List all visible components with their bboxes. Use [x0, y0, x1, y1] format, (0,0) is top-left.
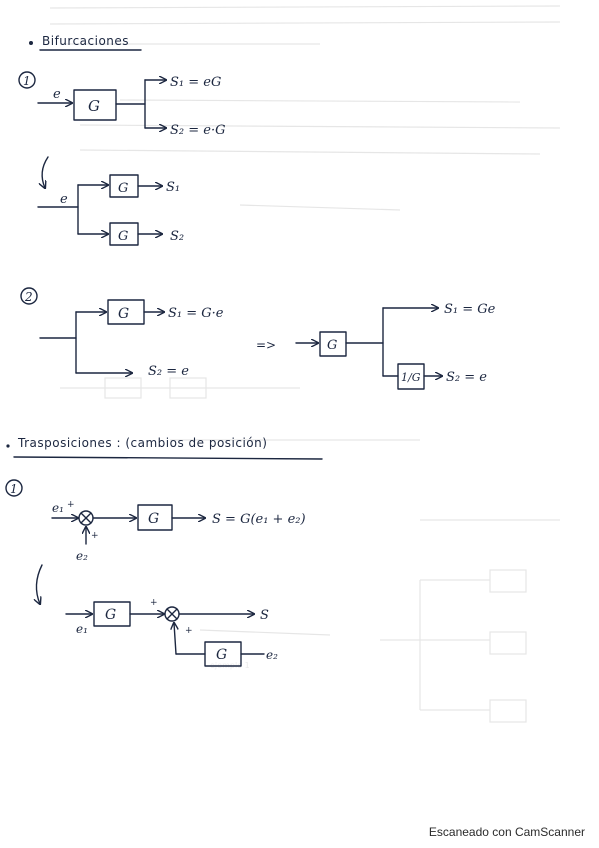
- eq-block-label: G: [327, 338, 337, 353]
- block-label: G: [148, 511, 159, 527]
- alt-summing-junction: [164, 606, 180, 622]
- alt-plus-sign-2: +: [185, 626, 193, 636]
- camscanner-watermark: Escaneado con CamScanner: [428, 825, 585, 839]
- transposition-diagram-1: e₁ + + e₂ G S = G(e₁ + e₂): [51, 500, 306, 563]
- section-trasposiciones: Trasposiciones : (cambios de posición) 1…: [5, 436, 323, 667]
- bifurcation-diagram-2-equivalent: G S₁ = Ge 1/G S₂ = e: [295, 302, 496, 390]
- alt-output-2-label: S₂: [170, 229, 184, 244]
- section-title: Bifurcaciones: [42, 34, 129, 48]
- alt-block-label: G: [105, 607, 116, 623]
- transposition-diagram-1-equivalent: e₁ G + + S G e₂: [65, 598, 278, 667]
- eq-inverse-label: 1/G: [401, 371, 421, 384]
- alt-input-label: e: [60, 192, 68, 207]
- input-label: e: [53, 87, 61, 102]
- alt-block-2-label: G: [216, 647, 227, 663]
- bifurcation-diagram-1-equivalent: e G G S₁ S₂: [37, 174, 184, 246]
- section-bifurcaciones: Bifurcaciones 1 e G S₁ = eG S₂ = e·G e: [18, 34, 496, 390]
- bullet-dot: [6, 444, 10, 448]
- alt-input-1-label: e₁: [76, 622, 88, 636]
- example-2-number-marker: 2: [20, 287, 38, 305]
- alt-block-bottom-label: G: [118, 229, 128, 244]
- alt-output-1-label: S₁: [166, 180, 180, 195]
- bullet-dot: [29, 41, 33, 45]
- svg-text:1: 1: [23, 74, 31, 88]
- eq-output-1-label: S₁ = Ge: [444, 302, 496, 317]
- alt-input-2-label: e₂: [266, 648, 278, 662]
- example-1-number-marker: 1: [5, 479, 23, 497]
- output-label: S = G(e₁ + e₂): [212, 512, 306, 527]
- block-label: G: [88, 97, 100, 115]
- input-1-label: e₁: [52, 501, 64, 515]
- implies-arrow: =>: [256, 338, 276, 352]
- block-label: G: [118, 306, 129, 322]
- alt-feedback-up-arrow: [174, 623, 176, 655]
- section-title: Trasposiciones : (cambios de posición): [17, 436, 267, 450]
- bifurcation-diagram-1: e G S₁ = eG S₂ = e·G: [37, 75, 226, 138]
- example-1-number-marker: 1: [18, 71, 36, 89]
- input-2-label: e₂: [76, 549, 88, 563]
- eq-block-g: [319, 331, 347, 357]
- title-underline: [13, 456, 323, 460]
- eq-output-2-label: S₂ = e: [446, 370, 487, 385]
- output-2-label: S₂ = e·G: [170, 123, 226, 138]
- output-1-label: S₁ = eG: [170, 75, 221, 90]
- bleed-through-ghost: ejemplo 1: [49, 5, 561, 723]
- equivalence-curve-arrow: [36, 564, 43, 604]
- plus-sign-1: +: [67, 500, 75, 510]
- bifurcation-diagram-2: G S₁ = G·e S₂ = e: [39, 299, 224, 379]
- svg-text:2: 2: [24, 290, 33, 304]
- summing-junction: [78, 510, 94, 526]
- svg-text:1: 1: [10, 482, 18, 496]
- equivalence-curve-arrow: [42, 156, 49, 188]
- output-1-label: S₁ = G·e: [168, 306, 224, 321]
- output-2-label: S₂ = e: [148, 364, 189, 379]
- alt-output-label: S: [260, 608, 269, 623]
- alt-plus-sign-1: +: [150, 598, 158, 608]
- plus-sign-2: +: [91, 531, 99, 541]
- block-g: [73, 89, 117, 121]
- alt-block-top-label: G: [118, 181, 128, 196]
